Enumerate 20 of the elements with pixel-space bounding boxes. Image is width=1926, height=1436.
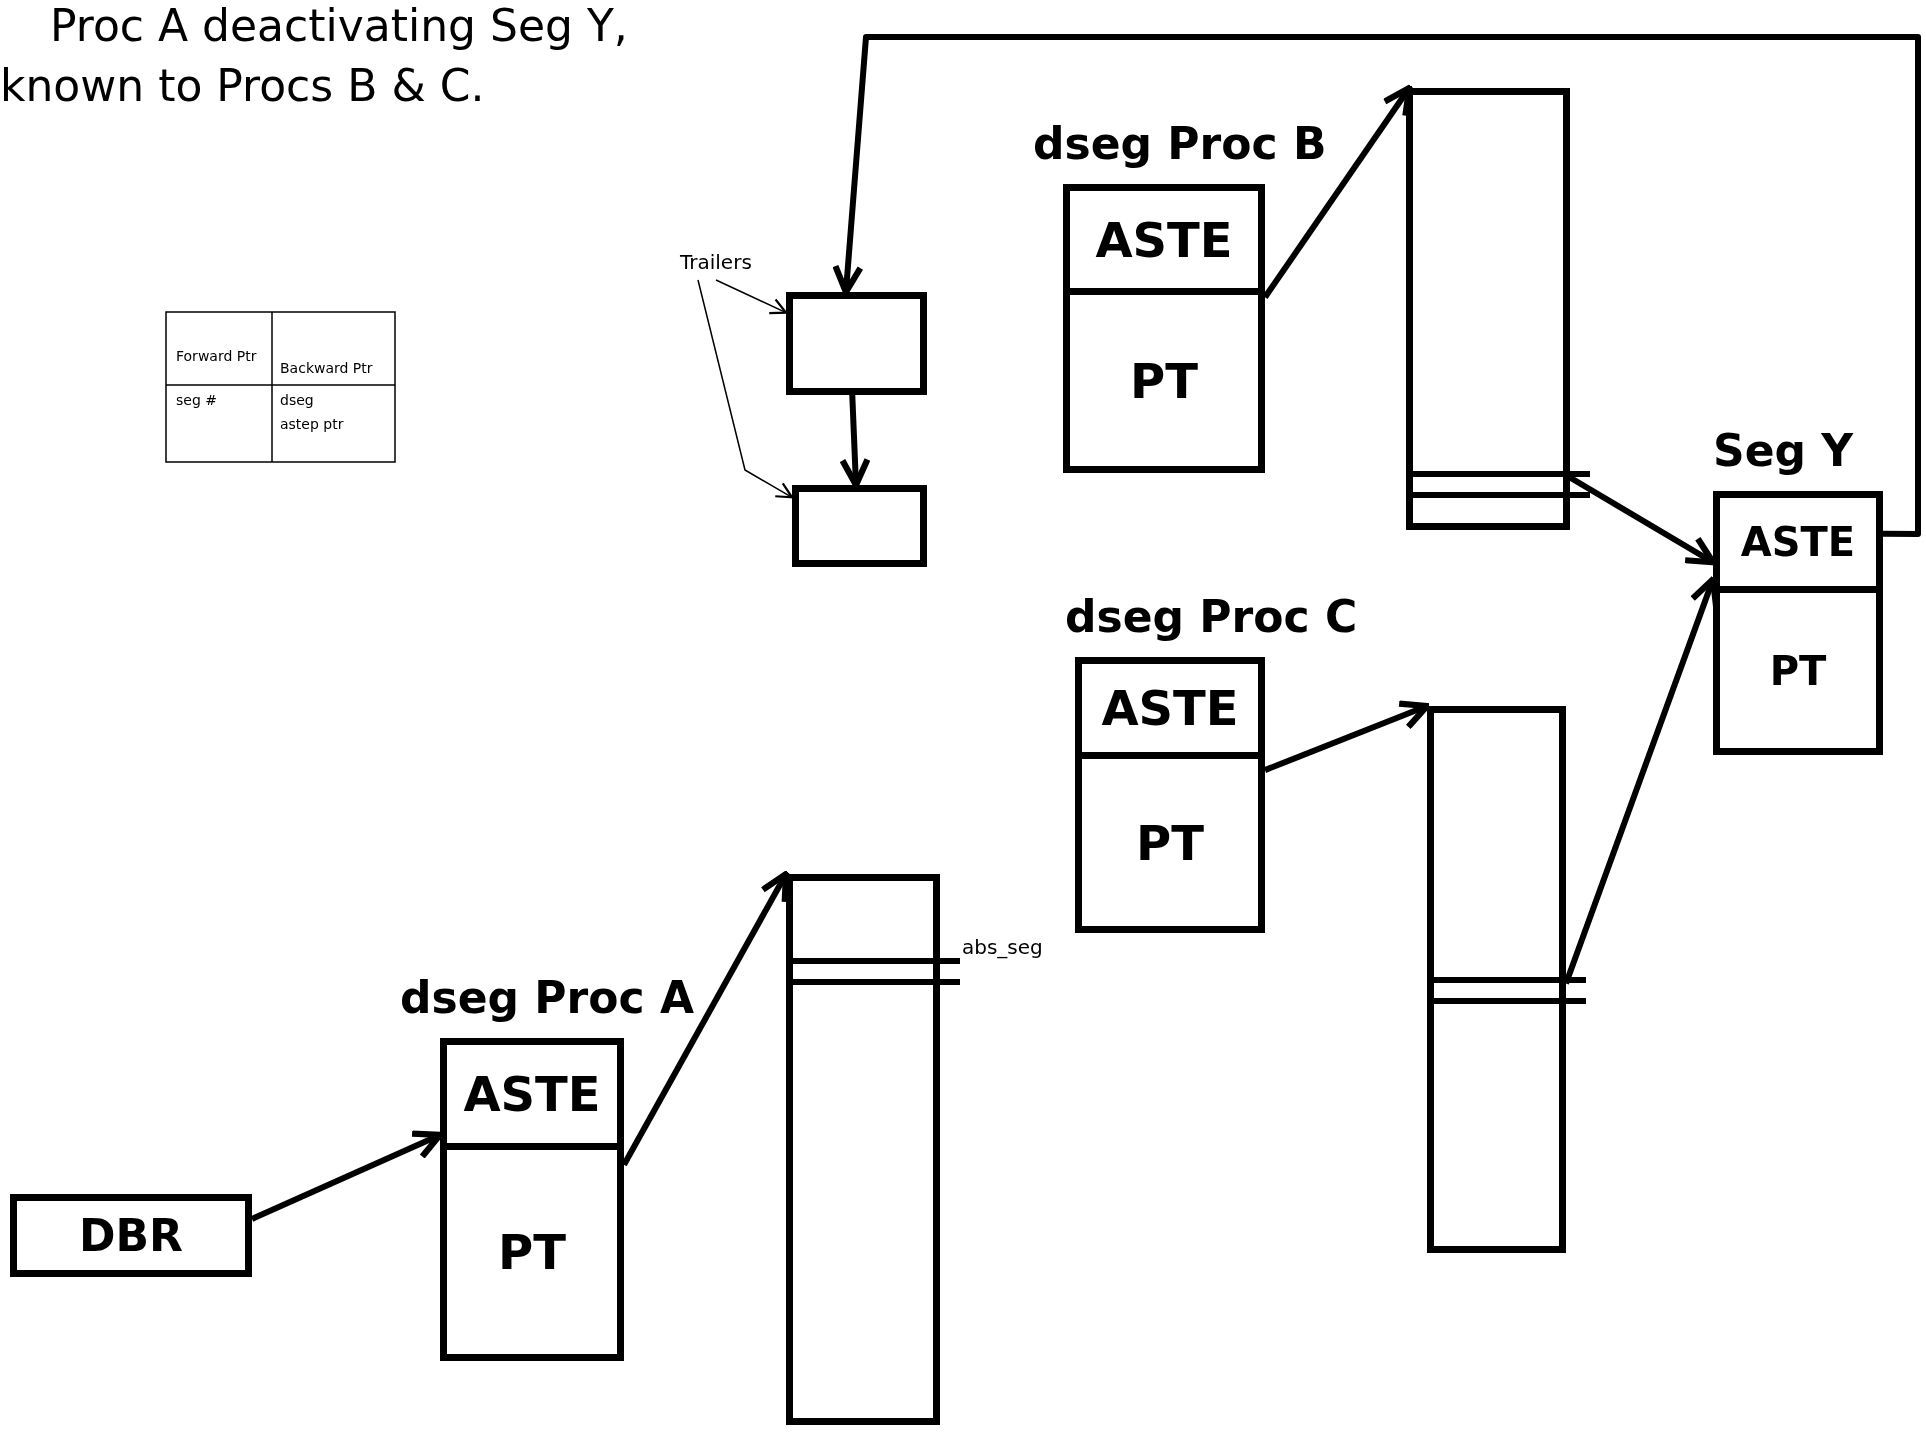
trailers-label: Trailers: [680, 250, 752, 274]
cell-text: Backward Ptr: [280, 360, 373, 376]
leader-line: [715, 279, 788, 315]
box-shape: [786, 292, 927, 395]
leader-line: [697, 279, 794, 499]
group-heading: Seg Y: [1713, 424, 1854, 478]
arrow: [832, 34, 1921, 537]
title-line: Proc A deactivating Seg Y,: [50, 0, 628, 53]
cell-text: Forward Ptr: [176, 348, 257, 364]
box-shape: [792, 485, 927, 567]
group-heading: dseg Proc A: [400, 971, 694, 1025]
group-heading: dseg Proc B: [1033, 117, 1327, 171]
group-heading: dseg Proc C: [1065, 590, 1358, 644]
cell-text: seg #: [176, 392, 217, 408]
arrow: [1263, 700, 1431, 773]
cell-text: dseg: [280, 392, 314, 408]
title-line: known to Procs B & C.: [0, 59, 485, 113]
register-box: DBR: [10, 1194, 252, 1277]
cell-text: astep ptr: [280, 416, 344, 432]
side-label: abs_seg: [962, 935, 1043, 959]
